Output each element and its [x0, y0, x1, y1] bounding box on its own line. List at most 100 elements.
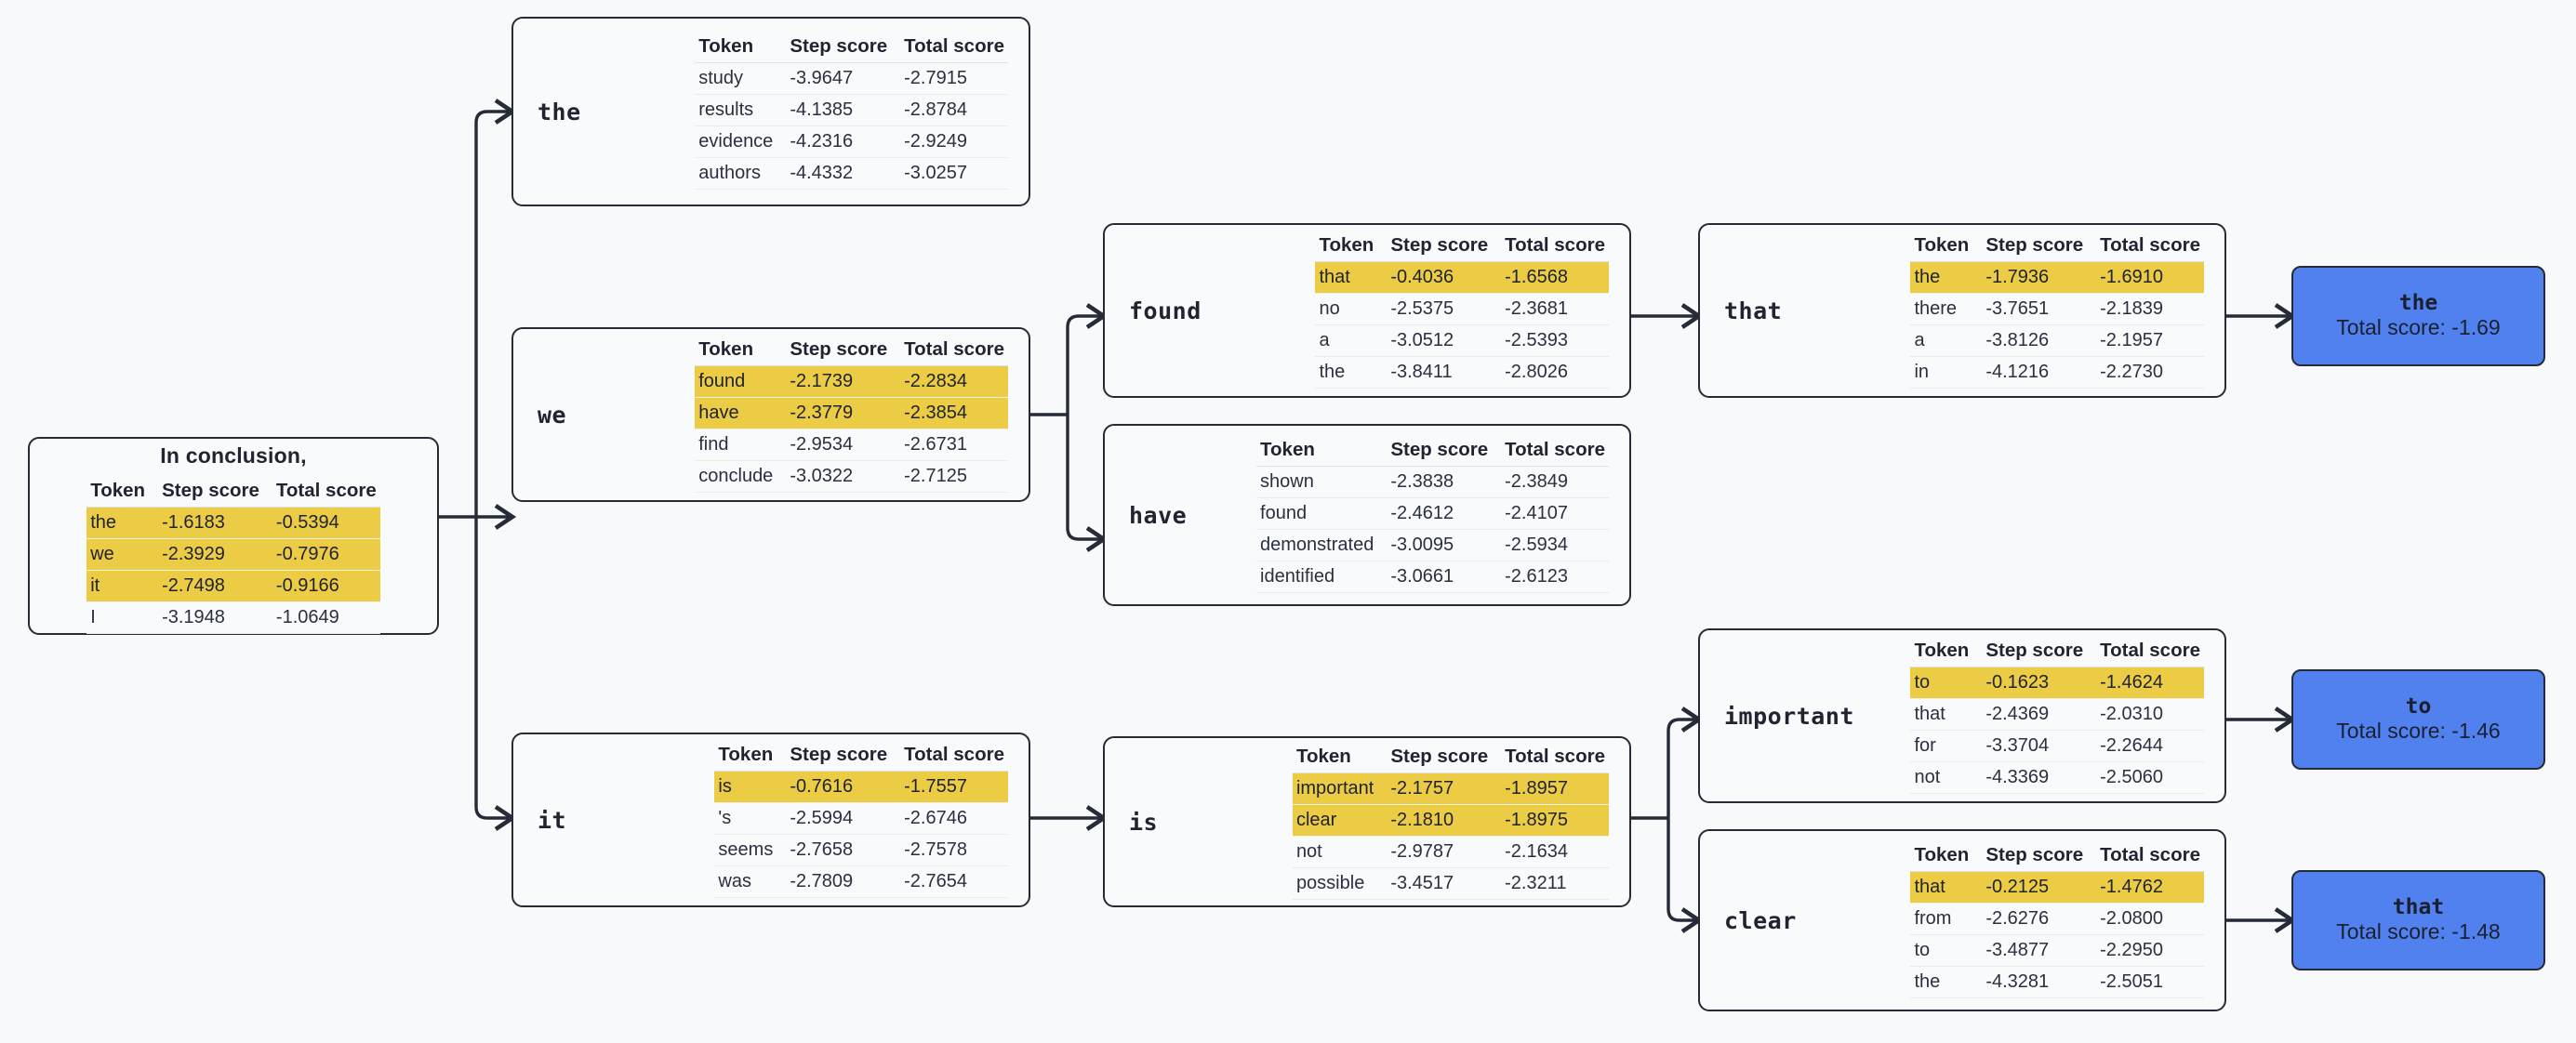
terminal-score: Total score: -1.46 [2336, 719, 2501, 744]
total-score-cell: -0.5394 [270, 507, 380, 539]
node-found[interactable]: found Token Step score Total score that-… [1103, 223, 1631, 398]
node-label: we [538, 401, 567, 429]
table-header-row: Token Step score Total score [1910, 842, 2204, 872]
token-cell: evidence [695, 125, 785, 158]
col-step-score: Step score [784, 33, 899, 63]
step-score-cell: -3.8126 [1980, 324, 2095, 357]
token-cell: to [1910, 667, 1981, 699]
token-cell: important [1292, 772, 1386, 805]
node-label: important [1724, 702, 1854, 730]
terminal-node-to[interactable]: to Total score: -1.46 [2291, 669, 2545, 770]
arrowhead-important [1680, 706, 1704, 733]
token-cell: it [86, 570, 157, 602]
step-score-cell: -2.7809 [784, 865, 899, 898]
total-score-cell: -2.8784 [898, 94, 1008, 126]
table-header-row: Token Step score Total score [695, 337, 1008, 366]
edge-root-to-the [474, 110, 510, 517]
node-root[interactable]: In conclusion, Token Step score Total sc… [28, 437, 439, 635]
token-cell: the [1910, 261, 1981, 294]
node-important[interactable]: important Token Step score Total score t… [1698, 628, 2226, 803]
token-row: evidence-4.2316-2.9249 [695, 125, 1008, 158]
step-score-cell: -2.1739 [784, 365, 899, 398]
col-step-score: Step score [1980, 232, 2095, 262]
col-total-score: Total score [898, 742, 1008, 772]
step-score-cell: -0.2125 [1980, 871, 2095, 904]
col-token: Token [1910, 232, 1981, 262]
terminal-node-the[interactable]: the Total score: -1.69 [2291, 266, 2545, 366]
col-total-score: Total score [2094, 638, 2204, 667]
token-row: 's-2.5994-2.6746 [714, 802, 1008, 835]
arrowhead-clear [1680, 907, 1704, 933]
step-score-cell: -1.7936 [1980, 261, 2095, 294]
token-cell: identified [1256, 561, 1386, 593]
token-cell: seems [714, 834, 785, 866]
token-cell: possible [1292, 867, 1386, 900]
total-score-cell: -2.3681 [1499, 293, 1609, 325]
col-token: Token [86, 478, 157, 508]
col-total-score: Total score [270, 478, 380, 508]
node-the[interactable]: the Token Step score Total score study-3… [511, 17, 1030, 206]
step-score-cell: -2.9534 [784, 429, 899, 461]
total-score-cell: -2.1839 [2094, 293, 2204, 325]
step-score-cell: -3.8411 [1385, 356, 1500, 389]
total-score-cell: -2.0310 [2094, 698, 2204, 731]
node-label: clear [1724, 906, 1797, 934]
token-cell: is [714, 771, 785, 803]
total-score-cell: -2.3854 [898, 397, 1008, 429]
arrowhead-the [494, 99, 517, 125]
node-that[interactable]: that Token Step score Total score the-1.… [1698, 223, 2226, 398]
token-cell: that [1910, 698, 1981, 731]
terminal-score: Total score: -1.69 [2336, 315, 2501, 340]
node-is[interactable]: is Token Step score Total score importan… [1103, 736, 1631, 907]
token-cell: results [695, 94, 785, 126]
token-row: the-3.8411-2.8026 [1315, 356, 1609, 389]
total-score-cell: -2.4107 [1499, 497, 1609, 530]
node-label: that [1724, 297, 1783, 324]
arrowhead-is [1085, 805, 1109, 831]
col-token: Token [695, 33, 785, 63]
col-total-score: Total score [898, 337, 1008, 366]
token-row: a-3.8126-2.1957 [1910, 324, 2204, 357]
terminal-token: that [2392, 894, 2445, 919]
total-score-cell: -0.7976 [270, 538, 380, 571]
token-row: the-1.6183-0.5394 [86, 507, 380, 539]
step-score-cell: -0.7616 [784, 771, 899, 803]
token-row: shown-2.3838-2.3849 [1256, 466, 1609, 498]
edge-root-to-it [474, 517, 510, 820]
step-score-cell: -2.7658 [784, 834, 899, 866]
col-step-score: Step score [1980, 638, 2095, 667]
table-header-row: Token Step score Total score [1256, 437, 1609, 467]
total-score-cell: -2.1957 [2094, 324, 2204, 357]
token-cell: for [1910, 730, 1981, 762]
total-score-cell: -2.9249 [898, 125, 1008, 158]
col-total-score: Total score [898, 33, 1008, 63]
token-cell: was [714, 865, 785, 898]
token-cell: to [1910, 934, 1981, 967]
edge-we-to-found [1066, 314, 1101, 415]
root-title: In conclusion, [160, 443, 307, 468]
token-table: Token Step score Total score is-0.7616-1… [714, 742, 1008, 898]
node-have[interactable]: have Token Step score Total score shown-… [1103, 424, 1631, 606]
total-score-cell: -2.2644 [2094, 730, 2204, 762]
col-total-score: Total score [1499, 437, 1609, 467]
terminal-token: to [2405, 693, 2432, 719]
terminal-node-that[interactable]: that Total score: -1.48 [2291, 870, 2545, 970]
node-we[interactable]: we Token Step score Total score found-2.… [511, 327, 1030, 502]
node-clear[interactable]: clear Token Step score Total score that-… [1698, 829, 2226, 1011]
total-score-cell: -2.5393 [1499, 324, 1609, 357]
step-score-cell: -4.3369 [1980, 761, 2095, 794]
total-score-cell: -2.5051 [2094, 966, 2204, 998]
table-header-row: Token Step score Total score [695, 33, 1008, 63]
token-cell: no [1315, 293, 1386, 325]
step-score-cell: -2.4612 [1385, 497, 1500, 530]
token-row: have-2.3779-2.3854 [695, 397, 1008, 429]
token-cell: the [86, 507, 157, 539]
step-score-cell: -4.1385 [784, 94, 899, 126]
total-score-cell: -1.0649 [270, 601, 380, 634]
node-it[interactable]: it Token Step score Total score is-0.761… [511, 733, 1030, 907]
